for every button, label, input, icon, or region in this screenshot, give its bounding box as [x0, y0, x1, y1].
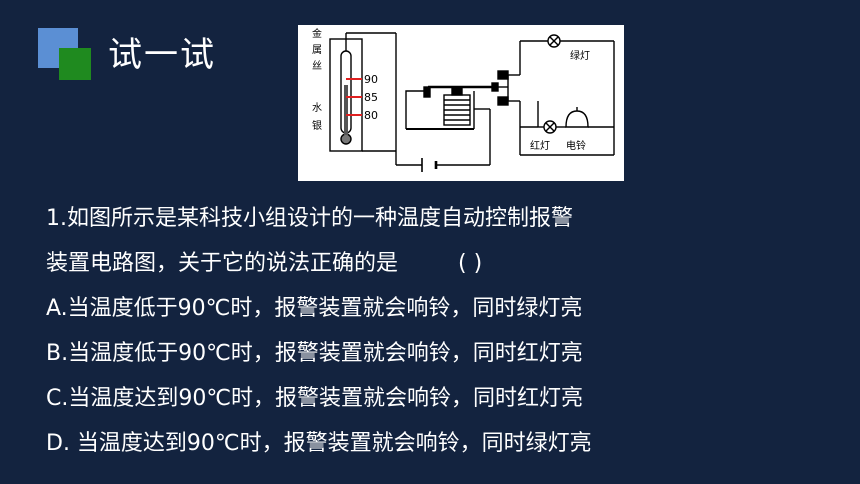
- label-red-lamp: 红灯: [530, 139, 550, 152]
- option-a: A.当温度低于90℃时，报警装置就会响铃，同时绿灯亮: [46, 296, 583, 321]
- label-metal-1: 金: [312, 27, 322, 40]
- relay-armature-frame: [405, 90, 426, 129]
- circuit-diagram-svg: 90 85 80 金 属 丝 水 银 绿灯 红灯 电铃: [312, 27, 615, 172]
- label-mercury-1: 水: [312, 102, 322, 114]
- tick-label-80: 80: [364, 109, 378, 122]
- question-block: 1.如图所示是某科技小组设计的一种温度自动控制报警 装置电路图，关于它的说法正确…: [46, 196, 846, 466]
- option-d: D. 当温度达到90℃时，报警装置就会响铃，同时绿灯亮: [46, 431, 592, 456]
- question-stem-text: 装置电路图，关于它的说法正确的是: [46, 251, 399, 276]
- option-c: C.当温度达到90℃时，报警装置就会响铃，同时红灯亮: [46, 386, 584, 411]
- label-mercury-2: 银: [312, 119, 322, 132]
- bell-symbol: [565, 110, 589, 128]
- logo-green-square: [59, 48, 91, 80]
- circuit-diagram: 90 85 80 金 属 丝 水 银 绿灯 红灯 电铃: [298, 25, 624, 181]
- slide-title: 试一试: [108, 35, 216, 75]
- label-metal-2: 属: [312, 44, 322, 56]
- tick-label-85: 85: [364, 91, 378, 104]
- label-metal-3: 丝: [312, 60, 322, 72]
- answer-blank: ( ): [458, 251, 483, 276]
- thermometer-bulb: [340, 133, 352, 145]
- label-bell: 电铃: [566, 139, 586, 152]
- question-stem-line-1: 1.如图所示是某科技小组设计的一种温度自动控制报警: [46, 206, 573, 231]
- question-stem-line-2: 装置电路图，关于它的说法正确的是 ( ): [46, 241, 846, 286]
- relay-contact: [491, 82, 499, 92]
- logo-squares: [0, 0, 100, 100]
- label-green-lamp: 绿灯: [570, 49, 590, 62]
- option-b: B.当温度低于90℃时，报警装置就会响铃，同时红灯亮: [46, 341, 583, 366]
- tick-label-90: 90: [364, 73, 378, 86]
